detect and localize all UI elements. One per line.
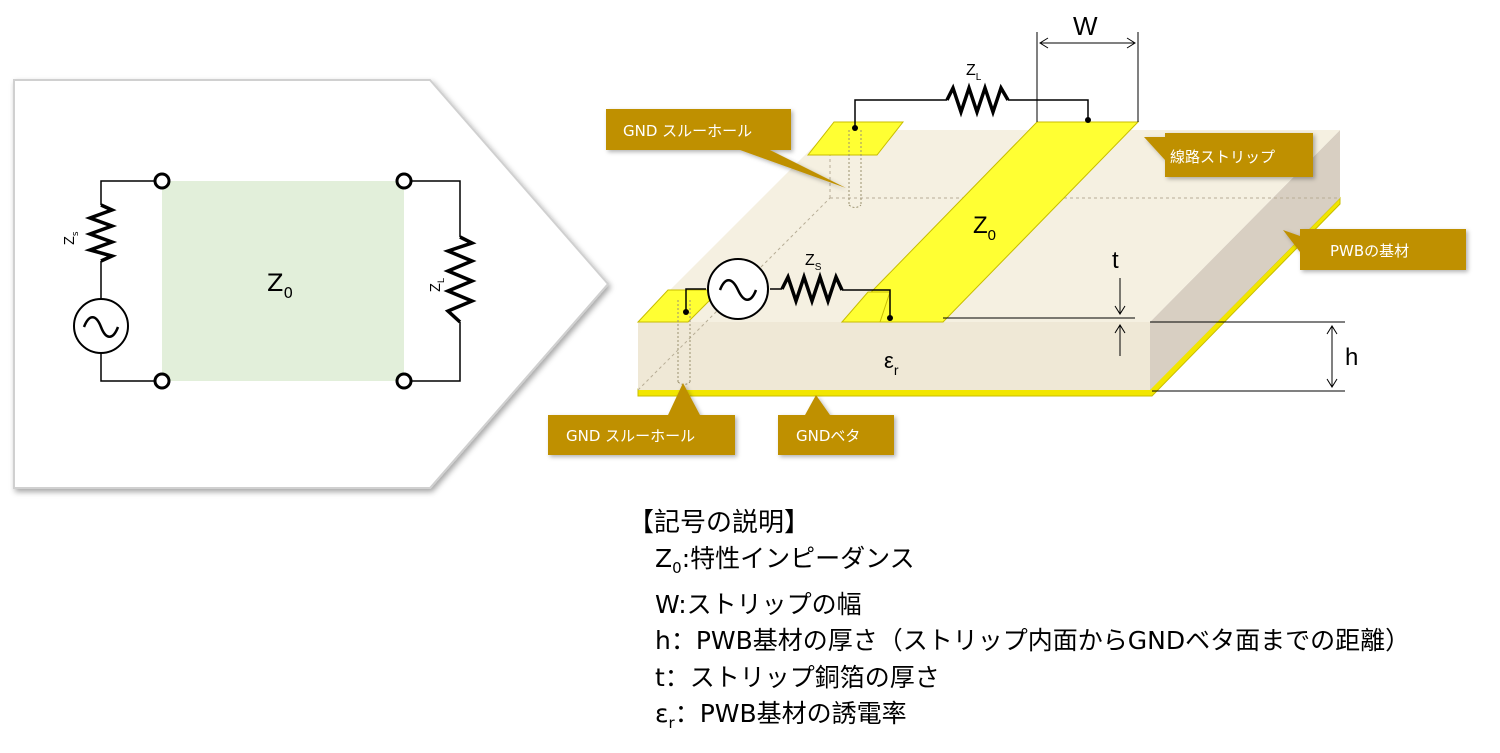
- callout-pwb-text: PWBの基材: [1330, 242, 1409, 260]
- zs-resistor-icon: [84, 203, 118, 263]
- legend-item-h: h：PWB基材の厚さ（ストリップ内面からGNDベタ面までの距離）: [655, 626, 1411, 655]
- callout-gnd-plane: [778, 395, 894, 455]
- callouts: GND スルーホール 線路ストリップ PWBの基材 GND スルーホール GND…: [548, 109, 1466, 455]
- callout-gnd-via-bottom: [548, 383, 735, 455]
- legend-z0-symbol: Z: [655, 544, 673, 573]
- board-zl-resistor-icon: [945, 82, 1010, 118]
- legend-z0-text: :特性インピーダンス: [681, 544, 915, 573]
- legend-item-er: εr：PWB基材の誘電率: [628, 696, 1410, 742]
- callout-gnd-plane-text: GNDベタ: [796, 427, 860, 445]
- zl-resistor-icon: [443, 235, 477, 324]
- pwb-board: W ZL ZS Z0 t h εr: [636, 11, 1358, 397]
- callout-pwb: [1283, 229, 1466, 270]
- board-zs-resistor-icon: [780, 271, 844, 307]
- board-zl-label: ZL: [966, 62, 982, 83]
- legend-er-symbol: ε: [655, 699, 669, 728]
- board-er-label: εr: [884, 348, 899, 378]
- board-t-label: t: [1112, 247, 1119, 274]
- terminal-bottom-right-icon: [395, 372, 413, 390]
- callout-strip-text: 線路ストリップ: [1170, 148, 1275, 166]
- legend-item-z0: Z0:特性インピーダンス: [628, 541, 1410, 587]
- legend-item-t: t：ストリップ銅箔の厚さ: [655, 662, 940, 692]
- callout-gnd-via-top: [606, 109, 846, 188]
- legend-er-text: ：PWB基材の誘電率: [674, 699, 907, 728]
- legend-er-sub: r: [668, 714, 675, 732]
- substrate-front: [638, 322, 1150, 390]
- schematic-z0-label: Z0: [267, 269, 293, 302]
- terminal-bottom-left-icon: [153, 372, 171, 390]
- transmission-line-box: [162, 181, 404, 381]
- schematic-zl-label: ZL: [429, 278, 447, 292]
- callout-gnd-via-bottom-text: GND スルーホール: [566, 427, 695, 445]
- board-ac-source-icon: [707, 258, 769, 320]
- symbol-legend: 【記号の説明】 Z0:特性インピーダンス W:ストリップの幅 h：PWB基材の厚…: [628, 505, 1410, 742]
- legend-item-w: W:ストリップの幅: [655, 589, 862, 619]
- terminal-top-right-icon: [395, 172, 413, 190]
- board-zs-label: ZS: [805, 252, 822, 273]
- legend-z0-sub: 0: [672, 559, 682, 577]
- board-z0-label: Z0: [973, 212, 996, 244]
- callout-strip: [1144, 133, 1313, 177]
- legend-title: 【記号の説明】: [628, 508, 811, 538]
- terminal-top-left-icon: [153, 172, 171, 190]
- gnd-via-pad-top: [806, 121, 905, 156]
- substrate-side: [1150, 130, 1340, 390]
- board-w-label: W: [1073, 11, 1098, 41]
- ac-source-icon: [73, 298, 129, 354]
- callout-gnd-via-top-text: GND スルーホール: [623, 122, 752, 140]
- schematic-zs-label: Zs: [63, 231, 81, 245]
- schematic-panel: Z0 Zs ZL: [13, 79, 610, 489]
- board-h-label: h: [1345, 344, 1358, 371]
